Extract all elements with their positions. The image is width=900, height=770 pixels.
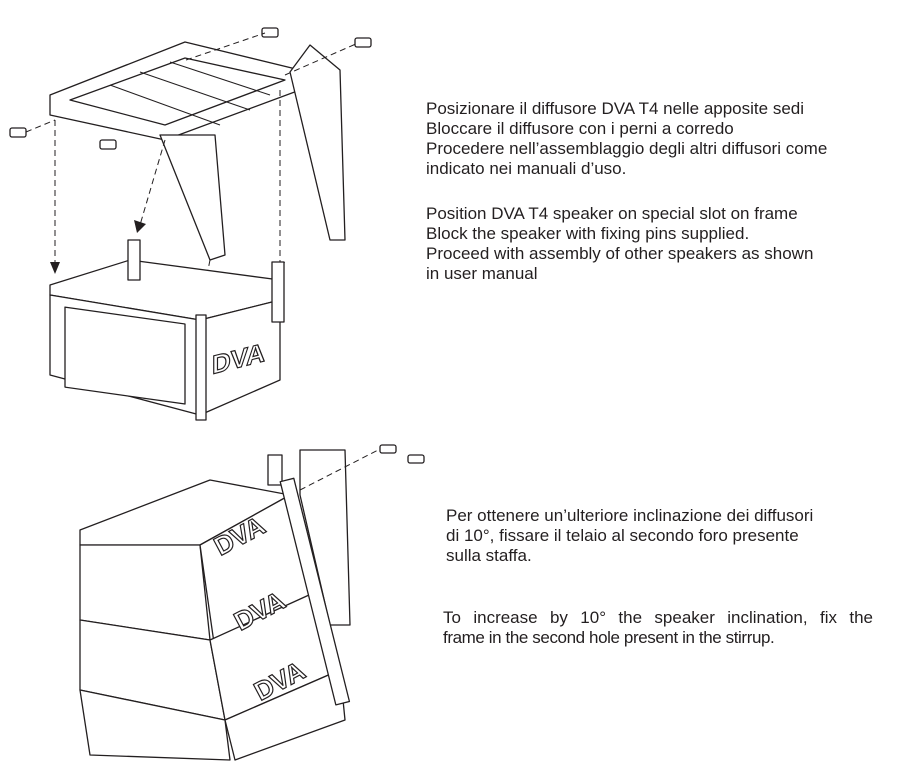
step1-en-line: Block the speaker with fixing pins suppl…: [426, 224, 750, 243]
step1-it-line: indicato nei manuali d’uso.: [426, 159, 627, 178]
step1-it-line: Posizionare il diffusore DVA T4 nelle ap…: [426, 99, 805, 118]
speaker-top: DVA: [49, 239, 285, 421]
step1-it-line: Procedere nell’assemblaggio degli altri …: [426, 139, 828, 158]
step1-en-line: Position DVA T4 speaker on special slot …: [426, 204, 798, 223]
step1-en-line: Proceed with assembly of other speakers …: [426, 244, 814, 263]
step1-en-line: in user manual: [426, 264, 538, 283]
step1-instructions: Posizionare il diffusore DVA T4 nelle ap…: [426, 99, 827, 284]
step2-it-line: sulla staffa.: [446, 546, 532, 565]
frame-drawing: [49, 41, 346, 261]
step2-it-line: Per ottenere un’ulteriore inclinazione d…: [446, 506, 814, 525]
speaker-array: DVA DVA DVA: [79, 444, 425, 761]
step2-en-line: To increase by 10° the speaker inclinati…: [443, 608, 873, 627]
step2-en-line: frame in the second hole present in the …: [443, 628, 775, 647]
step2-it-line: di 10°, fissare il telaio al secondo for…: [446, 526, 799, 545]
step2-italian: Per ottenere un’ulteriore inclinazione d…: [446, 506, 813, 566]
step2-english: To increase by 10° the speaker inclinati…: [443, 608, 873, 648]
pins: [9, 27, 372, 150]
step1-it-line: Bloccare il diffusore con i perni a corr…: [426, 119, 734, 138]
